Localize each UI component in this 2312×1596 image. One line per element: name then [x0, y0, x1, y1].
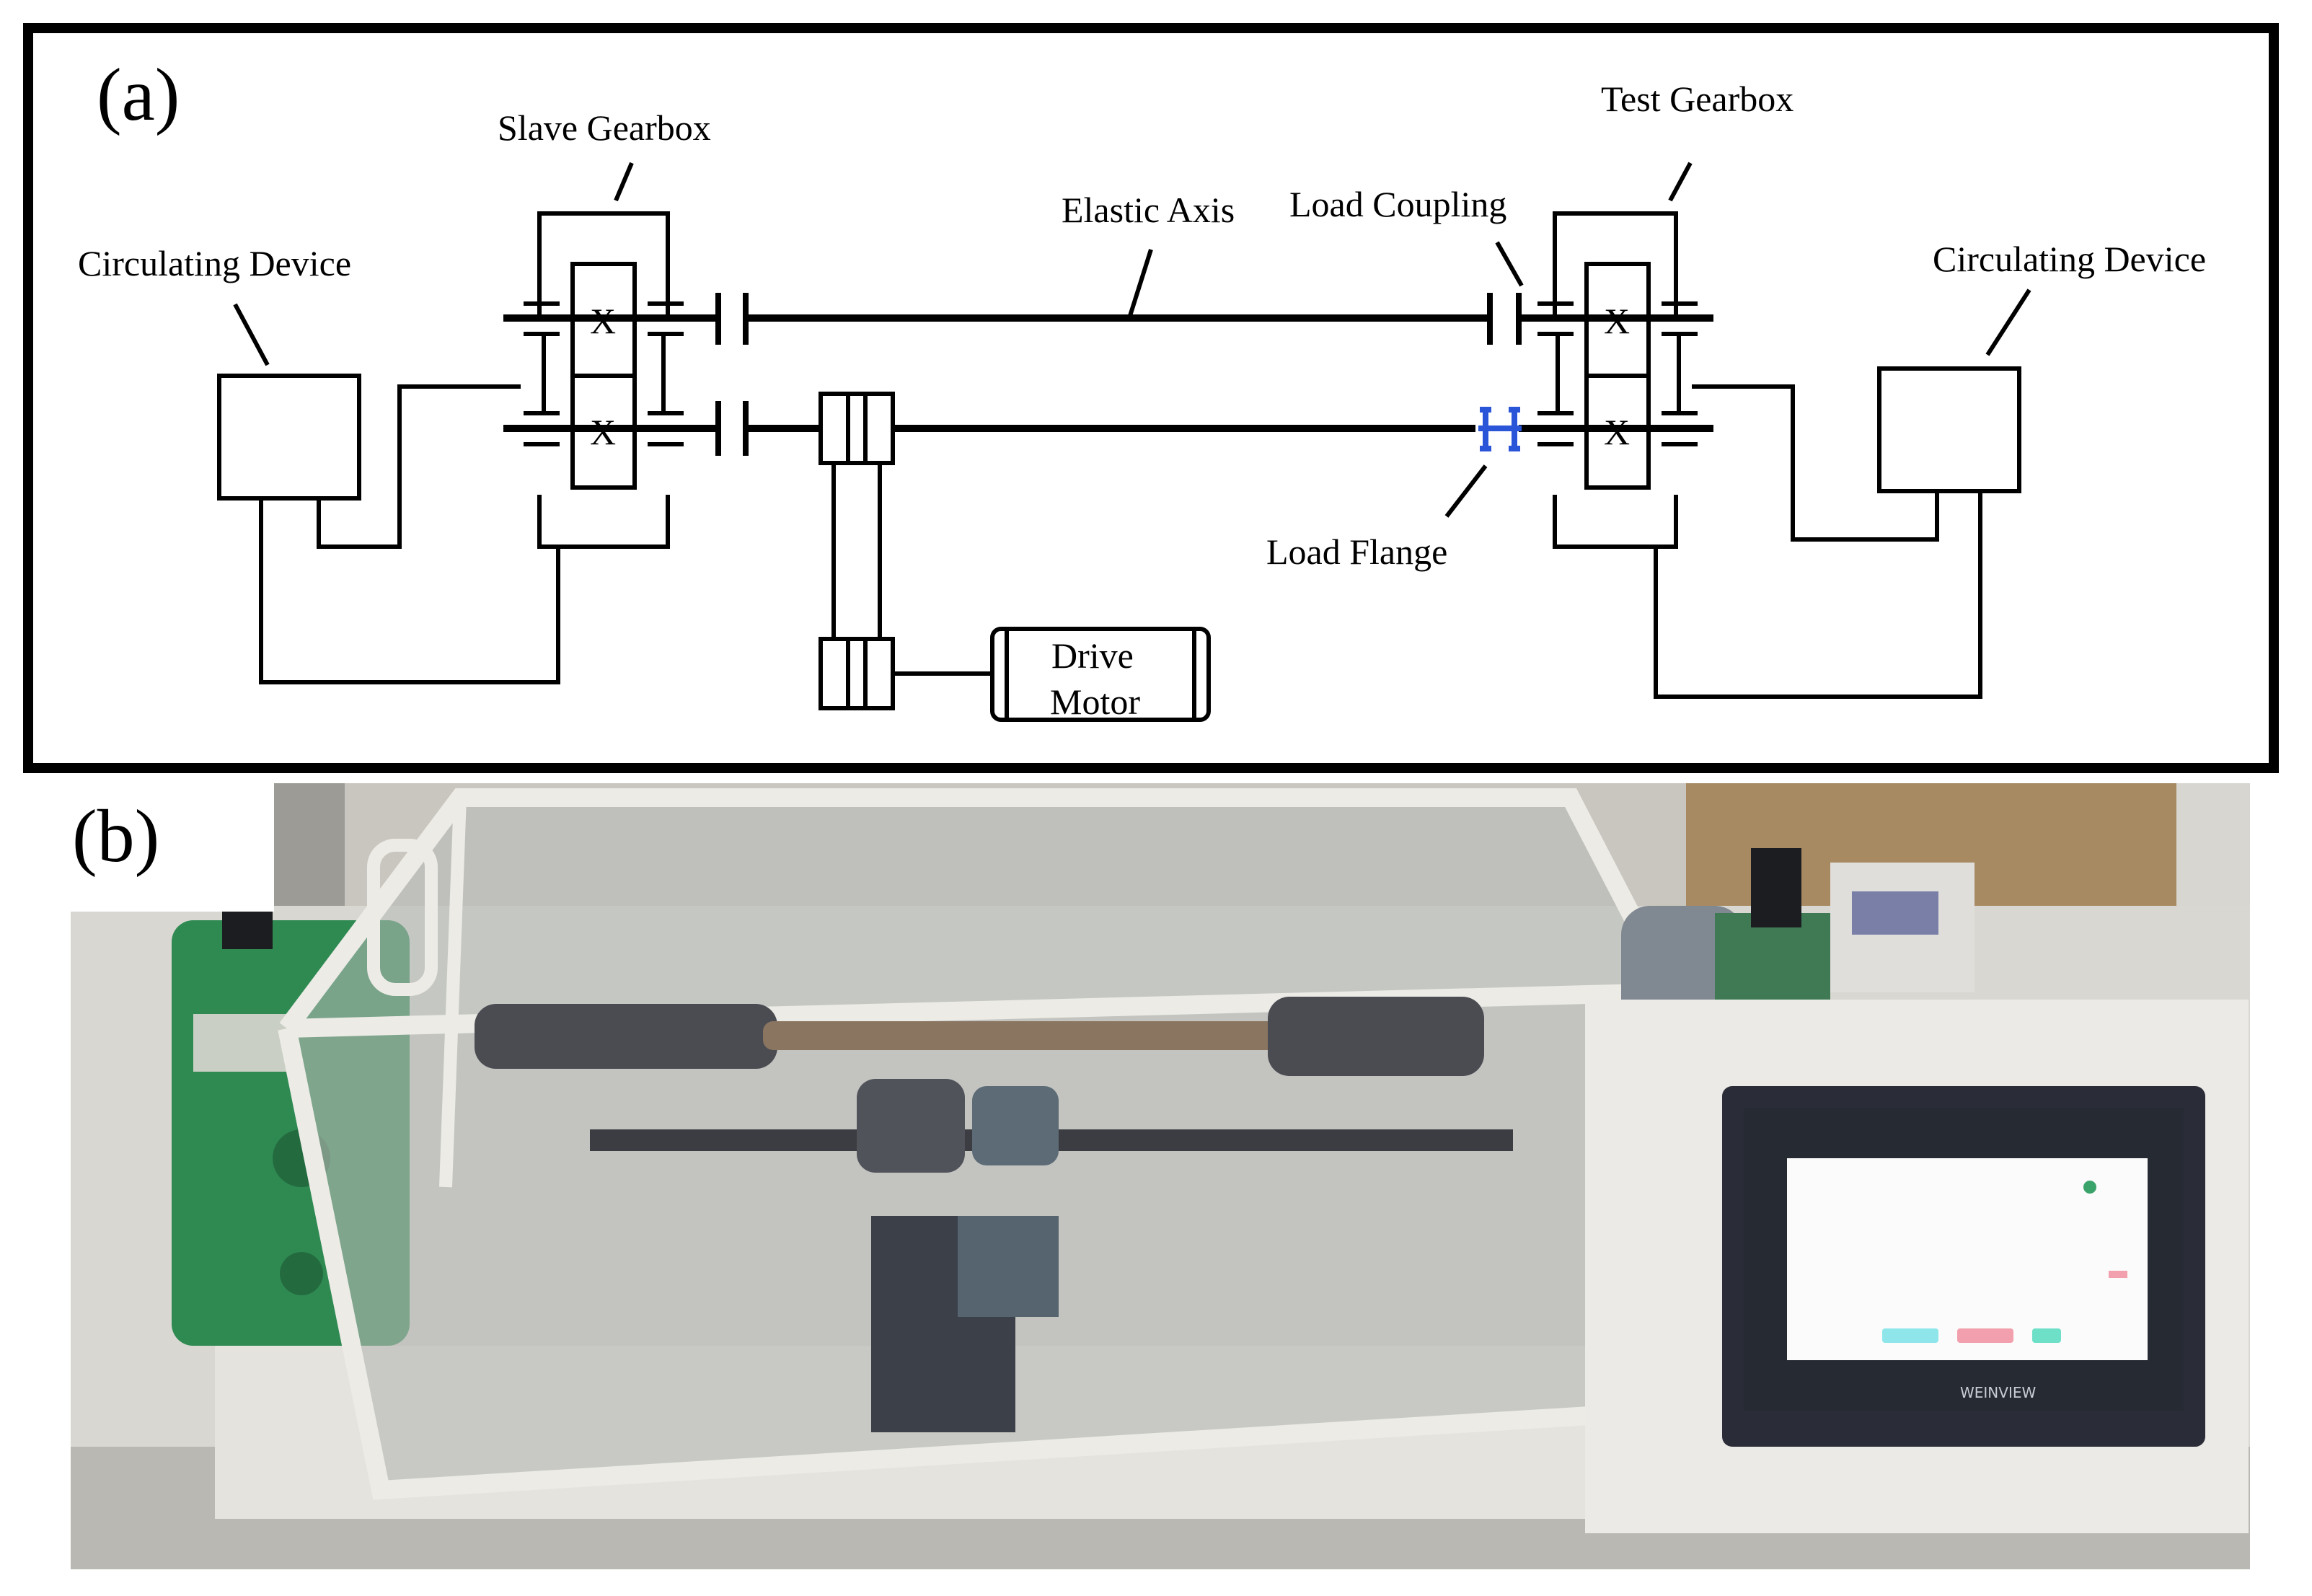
panel-b-tag: (b): [72, 795, 160, 878]
drive-motor-box: [990, 627, 1211, 722]
test-gearbox-label: Test Gearbox: [1601, 79, 1793, 119]
load-flange-symbol: [1478, 407, 1522, 451]
drive-motor-label-line1: Drive: [1051, 635, 1134, 676]
panel-a-tag: (a): [97, 53, 180, 136]
test-gear-mark-top: X: [1604, 301, 1630, 341]
test-gear-mark-bottom: X: [1604, 412, 1630, 452]
control-panel: WEINVIEW: [1585, 1000, 2249, 1533]
schematic-panel: (a) Slave Gearbox Test Gearbox Circulati…: [23, 23, 2279, 773]
right-circulating-device-box: [1877, 366, 2021, 493]
screen-button-teal: [2032, 1328, 2061, 1343]
panel-b-tag-background: [45, 783, 274, 912]
load-coupling-label: Load Coupling: [1289, 184, 1506, 224]
schematic-drawing: (a) Slave Gearbox Test Gearbox Circulati…: [78, 53, 2206, 722]
right-circulating-device-label: Circulating Device: [1933, 239, 2206, 279]
lower-pulley: [819, 637, 895, 710]
test-rig-photo: WEINVIEW: [71, 783, 2250, 1569]
left-circulating-device-box: [217, 374, 361, 501]
photo-panel: WEINVIEW: [71, 783, 2250, 1569]
shaft-photo: [475, 997, 1513, 1432]
left-circulating-device-label: Circulating Device: [78, 243, 351, 283]
slave-gear-mark-top: X: [590, 301, 616, 341]
drive-motor-label-line2: Motor: [1050, 682, 1140, 722]
screen-brand-logo: WEINVIEW: [1960, 1384, 2036, 1401]
upper-pulley: [819, 392, 895, 465]
load-flange-label: Load Flange: [1266, 532, 1447, 572]
screen-button-pink: [1957, 1328, 2013, 1343]
slave-gear-mark-bottom: X: [590, 412, 616, 452]
screen-button-cyan: [1882, 1328, 1938, 1343]
slave-gearbox-label: Slave Gearbox: [498, 107, 711, 148]
elastic-axis-label: Elastic Axis: [1062, 190, 1235, 230]
